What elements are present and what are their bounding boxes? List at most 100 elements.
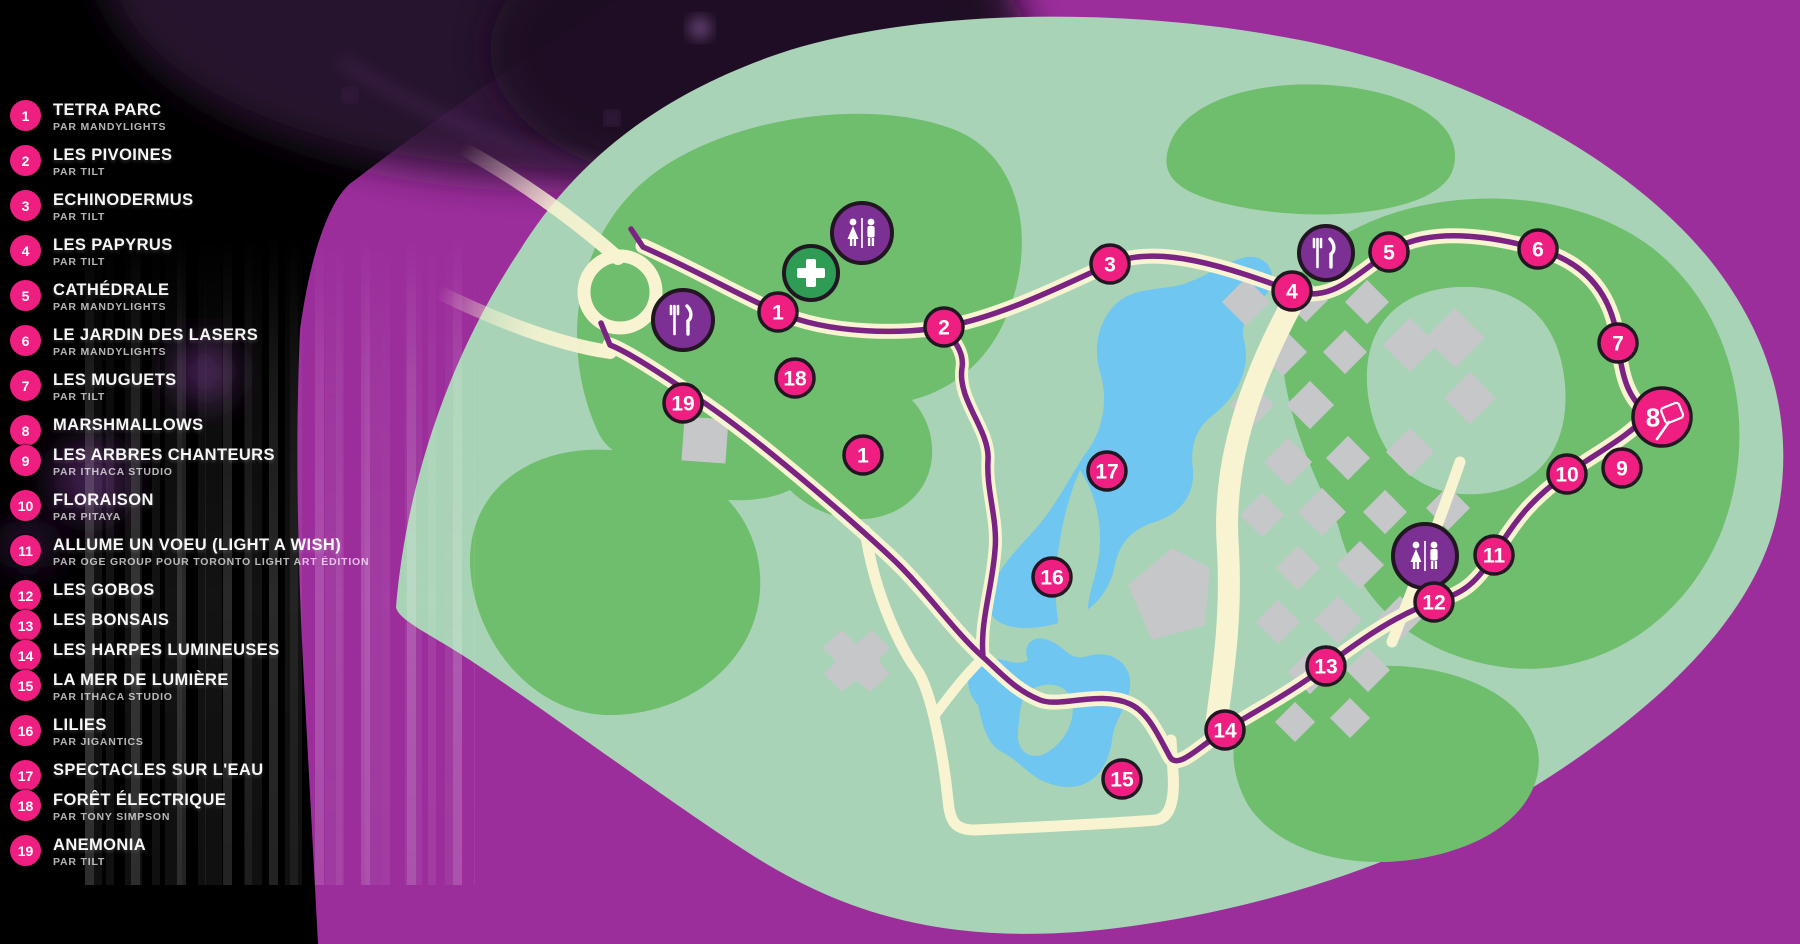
attraction-credit: PAR TILT [53,165,106,178]
marker-number: 18 [783,368,807,391]
map-marker-11[interactable]: 11 [1473,534,1515,576]
marker-number: 11 [1483,545,1506,568]
legend-item-11: 11 ALLUME UN VOEU (LIGHT A WISH)PAR OGE … [10,535,470,568]
map-marker-5[interactable]: 5 [1368,231,1410,273]
map-marker-4[interactable]: 4 [1271,270,1313,312]
legend-item-12: 12 LES GOBOS [10,580,470,611]
attraction-title: MARSHMALLOWS [53,416,204,434]
restaurant-icon [651,288,715,352]
map-marker-15[interactable]: 15 [1101,758,1143,800]
marker-number: 1 [857,445,869,468]
legend-item-8: 8 MARSHMALLOWS [10,415,470,446]
marker-number: 2 [938,317,950,340]
greenhouse-building [1274,701,1316,743]
greenhouse-building [1382,317,1438,373]
map-marker-18[interactable]: 18 [774,357,816,399]
greenhouse-building [1255,599,1301,645]
legend-number-badge: 9 [10,445,41,476]
map-marker-6[interactable]: 6 [1517,228,1559,270]
greenhouse-building [1313,595,1363,645]
attraction-title: CATHÉDRALE [53,281,170,299]
attraction-credit: PAR JIGANTICS [53,735,144,748]
attraction-title: FORÊT ÉLECTRIQUE [53,791,227,809]
attraction-title: LILIES [53,716,107,734]
legend-number-badge: 19 [10,835,41,866]
restroom-icon [1391,522,1459,590]
marker-number: 6 [1532,239,1544,262]
attraction-title: LES GOBOS [53,581,155,599]
roundabout [577,249,663,335]
marker-number: 8 [1646,402,1660,432]
attraction-credit: PAR MANDYLIGHTS [53,300,167,313]
marker-number: 1 [772,302,784,325]
attraction-title: ANEMONIA [53,836,147,854]
map-marker-2[interactable]: 2 [923,306,965,348]
legend-number-badge: 13 [10,610,41,641]
legend-number-badge: 2 [10,145,41,176]
marshmallow-icon [1655,401,1685,441]
legend-number-badge: 11 [10,535,41,566]
attraction-credit: PAR MANDYLIGHTS [53,120,167,133]
legend-number-badge: 10 [10,490,41,521]
map-marker-1[interactable]: 1 [842,434,884,476]
attraction-title: LES MUGUETS [53,371,177,389]
map-marker-19[interactable]: 19 [662,382,704,424]
map-marker-10[interactable]: 10 [1546,453,1588,495]
legend-item-14: 14 LES HARPES LUMINEUSES [10,640,470,671]
map-marker-7[interactable]: 7 [1597,322,1639,364]
legend-item-17: 17 SPECTACLES SUR L'EAU [10,760,470,791]
legend-number-badge: 16 [10,715,41,746]
greenhouse-building [1345,647,1391,693]
marker-number: 16 [1040,567,1063,590]
restroom-icon [830,201,894,265]
greenhouse-building [1297,487,1347,537]
map-marker-9[interactable]: 9 [1601,447,1643,489]
map-marker-16[interactable]: 16 [1031,556,1073,598]
main-pond [988,256,1273,628]
attraction-title: LES BONSAIS [53,611,170,629]
attraction-title: SPECTACLES SUR L'EAU [53,761,264,779]
attraction-title: LES PAPYRUS [53,236,173,254]
legend-number-badge: 7 [10,370,41,401]
attraction-title: ECHINODERMUS [53,191,194,209]
map-marker-1[interactable]: 1 [757,291,799,333]
greenhouse-building [1443,371,1497,425]
legend-number-badge: 14 [10,640,41,671]
marker-number: 10 [1555,464,1578,487]
map-marker-3[interactable]: 3 [1089,243,1131,285]
attraction-credit: PAR TILT [53,390,106,403]
map-marker-8[interactable]: 8 [1631,386,1693,448]
legend-number-badge: 3 [10,190,41,221]
attraction-title: LES HARPES LUMINEUSES [53,641,280,659]
marker-number: 3 [1104,254,1116,277]
map-marker-12[interactable]: 12 [1413,581,1455,623]
attraction-credit: PAR TILT [53,255,106,268]
marker-number: 13 [1314,656,1337,679]
marker-number: 14 [1213,720,1237,743]
attraction-title: LES ARBRES CHANTEURS [53,446,275,464]
attraction-credit: PAR ITHACA STUDIO [53,690,173,703]
legend-number-badge: 17 [10,760,41,791]
attraction-title: ALLUME UN VOEU (LIGHT A WISH) [53,536,342,554]
legend-number-badge: 5 [10,280,41,311]
attraction-credit: PAR PITAYA [53,510,122,523]
legend-ghost-streaks [85,235,475,885]
attraction-credit: PAR TILT [53,855,106,868]
map-marker-17[interactable]: 17 [1086,450,1128,492]
map-marker-13[interactable]: 13 [1305,645,1347,687]
map-marker-14[interactable]: 14 [1204,709,1246,751]
attraction-credit: PAR ITHACA STUDIO [53,465,173,478]
